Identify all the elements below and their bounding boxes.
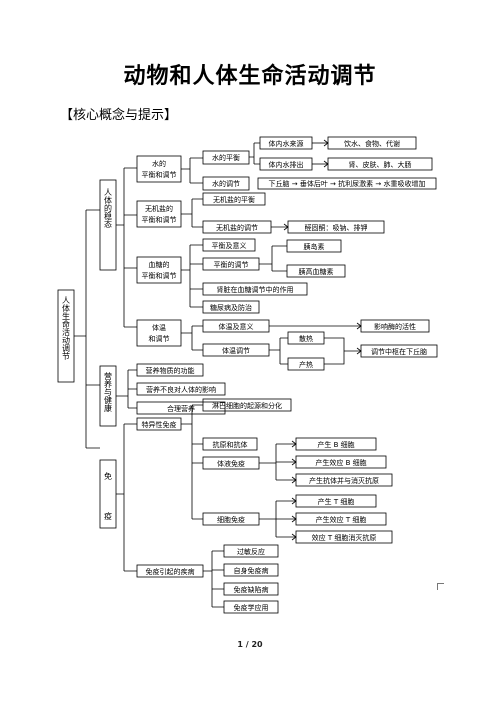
svg-text:无机盐的: 无机盐的 — [145, 204, 173, 213]
svg-text:平衡和调节: 平衡和调节 — [142, 271, 177, 280]
svg-text:产热: 产热 — [299, 360, 313, 369]
svg-text:产生 T 细胞: 产生 T 细胞 — [318, 497, 355, 506]
svg-text:自身免疫病: 自身免疫病 — [234, 566, 269, 575]
section-header: 【核心概念与提示】 — [60, 108, 178, 123]
svg-text:体内水来源: 体内水来源 — [269, 139, 304, 148]
svg-text:人体的稳态: 人体的稳态 — [104, 188, 113, 228]
svg-text:体温: 体温 — [152, 323, 166, 332]
svg-text:平衡和调节: 平衡和调节 — [142, 215, 177, 224]
svg-text:营养与健康: 营养与健康 — [104, 371, 113, 412]
svg-text:细胞免疫: 细胞免疫 — [217, 515, 245, 524]
svg-text:特异性免疫: 特异性免疫 — [142, 420, 177, 429]
svg-text:合理营养: 合理营养 — [167, 404, 195, 413]
svg-text:饮水、食物、代谢: 饮水、食物、代谢 — [344, 139, 400, 148]
svg-text:体内水排出: 体内水排出 — [269, 160, 304, 169]
svg-text:免疫引起的疾病: 免疫引起的疾病 — [146, 567, 195, 576]
svg-text:肾、皮肤、肺、大肠: 肾、皮肤、肺、大肠 — [349, 160, 412, 169]
svg-text:体温及意义: 体温及意义 — [219, 322, 254, 331]
svg-text:无机盐的平衡: 无机盐的平衡 — [213, 195, 255, 204]
svg-text:免疫学应用: 免疫学应用 — [234, 603, 269, 612]
svg-text:水的: 水的 — [152, 159, 166, 168]
svg-text:肾脏在血糖调节中的作用: 肾脏在血糖调节中的作用 — [217, 285, 294, 294]
svg-text:产生效应 T 细胞: 产生效应 T 细胞 — [316, 515, 367, 524]
svg-text:产生抗体并与消灭抗原: 产生抗体并与消灭抗原 — [309, 476, 379, 485]
page-title: 动物和人体生命活动调节 — [123, 64, 377, 89]
svg-text:体液免疫: 体液免疫 — [217, 459, 245, 468]
svg-text:散热: 散热 — [299, 334, 313, 343]
svg-text:免: 免 — [104, 471, 113, 481]
svg-text:营养不良对人体的影响: 营养不良对人体的影响 — [146, 385, 216, 394]
svg-text:产生 B 细胞: 产生 B 细胞 — [317, 440, 354, 449]
svg-text:血糖的: 血糖的 — [149, 260, 170, 269]
svg-text:和调节: 和调节 — [149, 334, 170, 343]
svg-text:调节中枢在下丘脑: 调节中枢在下丘脑 — [371, 347, 427, 356]
svg-text:平衡和调节: 平衡和调节 — [142, 170, 177, 179]
svg-text:平衡及意义: 平衡及意义 — [212, 241, 247, 250]
svg-text:无机盐的调节: 无机盐的调节 — [216, 223, 258, 232]
svg-text:胰岛素: 胰岛素 — [304, 242, 325, 251]
svg-text:产生效应 B 细胞: 产生效应 B 细胞 — [315, 458, 366, 467]
svg-text:淋巴细胞的起源和分化: 淋巴细胞的起源和分化 — [212, 401, 282, 410]
svg-text:糖尿病及防治: 糖尿病及防治 — [210, 303, 252, 312]
root-label: 人体生命活动调节 — [62, 296, 71, 361]
svg-text:过敏反应: 过敏反应 — [237, 547, 265, 556]
svg-text:体温调节: 体温调节 — [222, 346, 250, 355]
svg-text:平衡的调节: 平衡的调节 — [214, 260, 249, 269]
svg-text:胰高血糖素: 胰高血糖素 — [299, 267, 334, 276]
svg-text:水的平衡: 水的平衡 — [212, 153, 240, 162]
crop-mark — [437, 583, 444, 590]
svg-text:醛固酮：吸钠、排钾: 醛固酮：吸钠、排钾 — [305, 223, 368, 232]
svg-text:营养物质的功能: 营养物质的功能 — [146, 366, 195, 375]
svg-text:影响酶的活性: 影响酶的活性 — [374, 322, 416, 331]
svg-text:下丘脑 → 垂体后叶 → 抗利尿激素 → 水重吸收增加: 下丘脑 → 垂体后叶 → 抗利尿激素 → 水重吸收增加 — [269, 179, 426, 188]
svg-text:免疫缺陷病: 免疫缺陷病 — [234, 585, 269, 594]
svg-text:效应 T 细胞消灭抗原: 效应 T 细胞消灭抗原 — [312, 533, 377, 542]
svg-text:水的调节: 水的调节 — [212, 179, 240, 188]
svg-text:抗原和抗体: 抗原和抗体 — [213, 440, 248, 449]
page-number: 1 / 20 — [237, 640, 263, 649]
svg-text:疫: 疫 — [104, 511, 113, 521]
